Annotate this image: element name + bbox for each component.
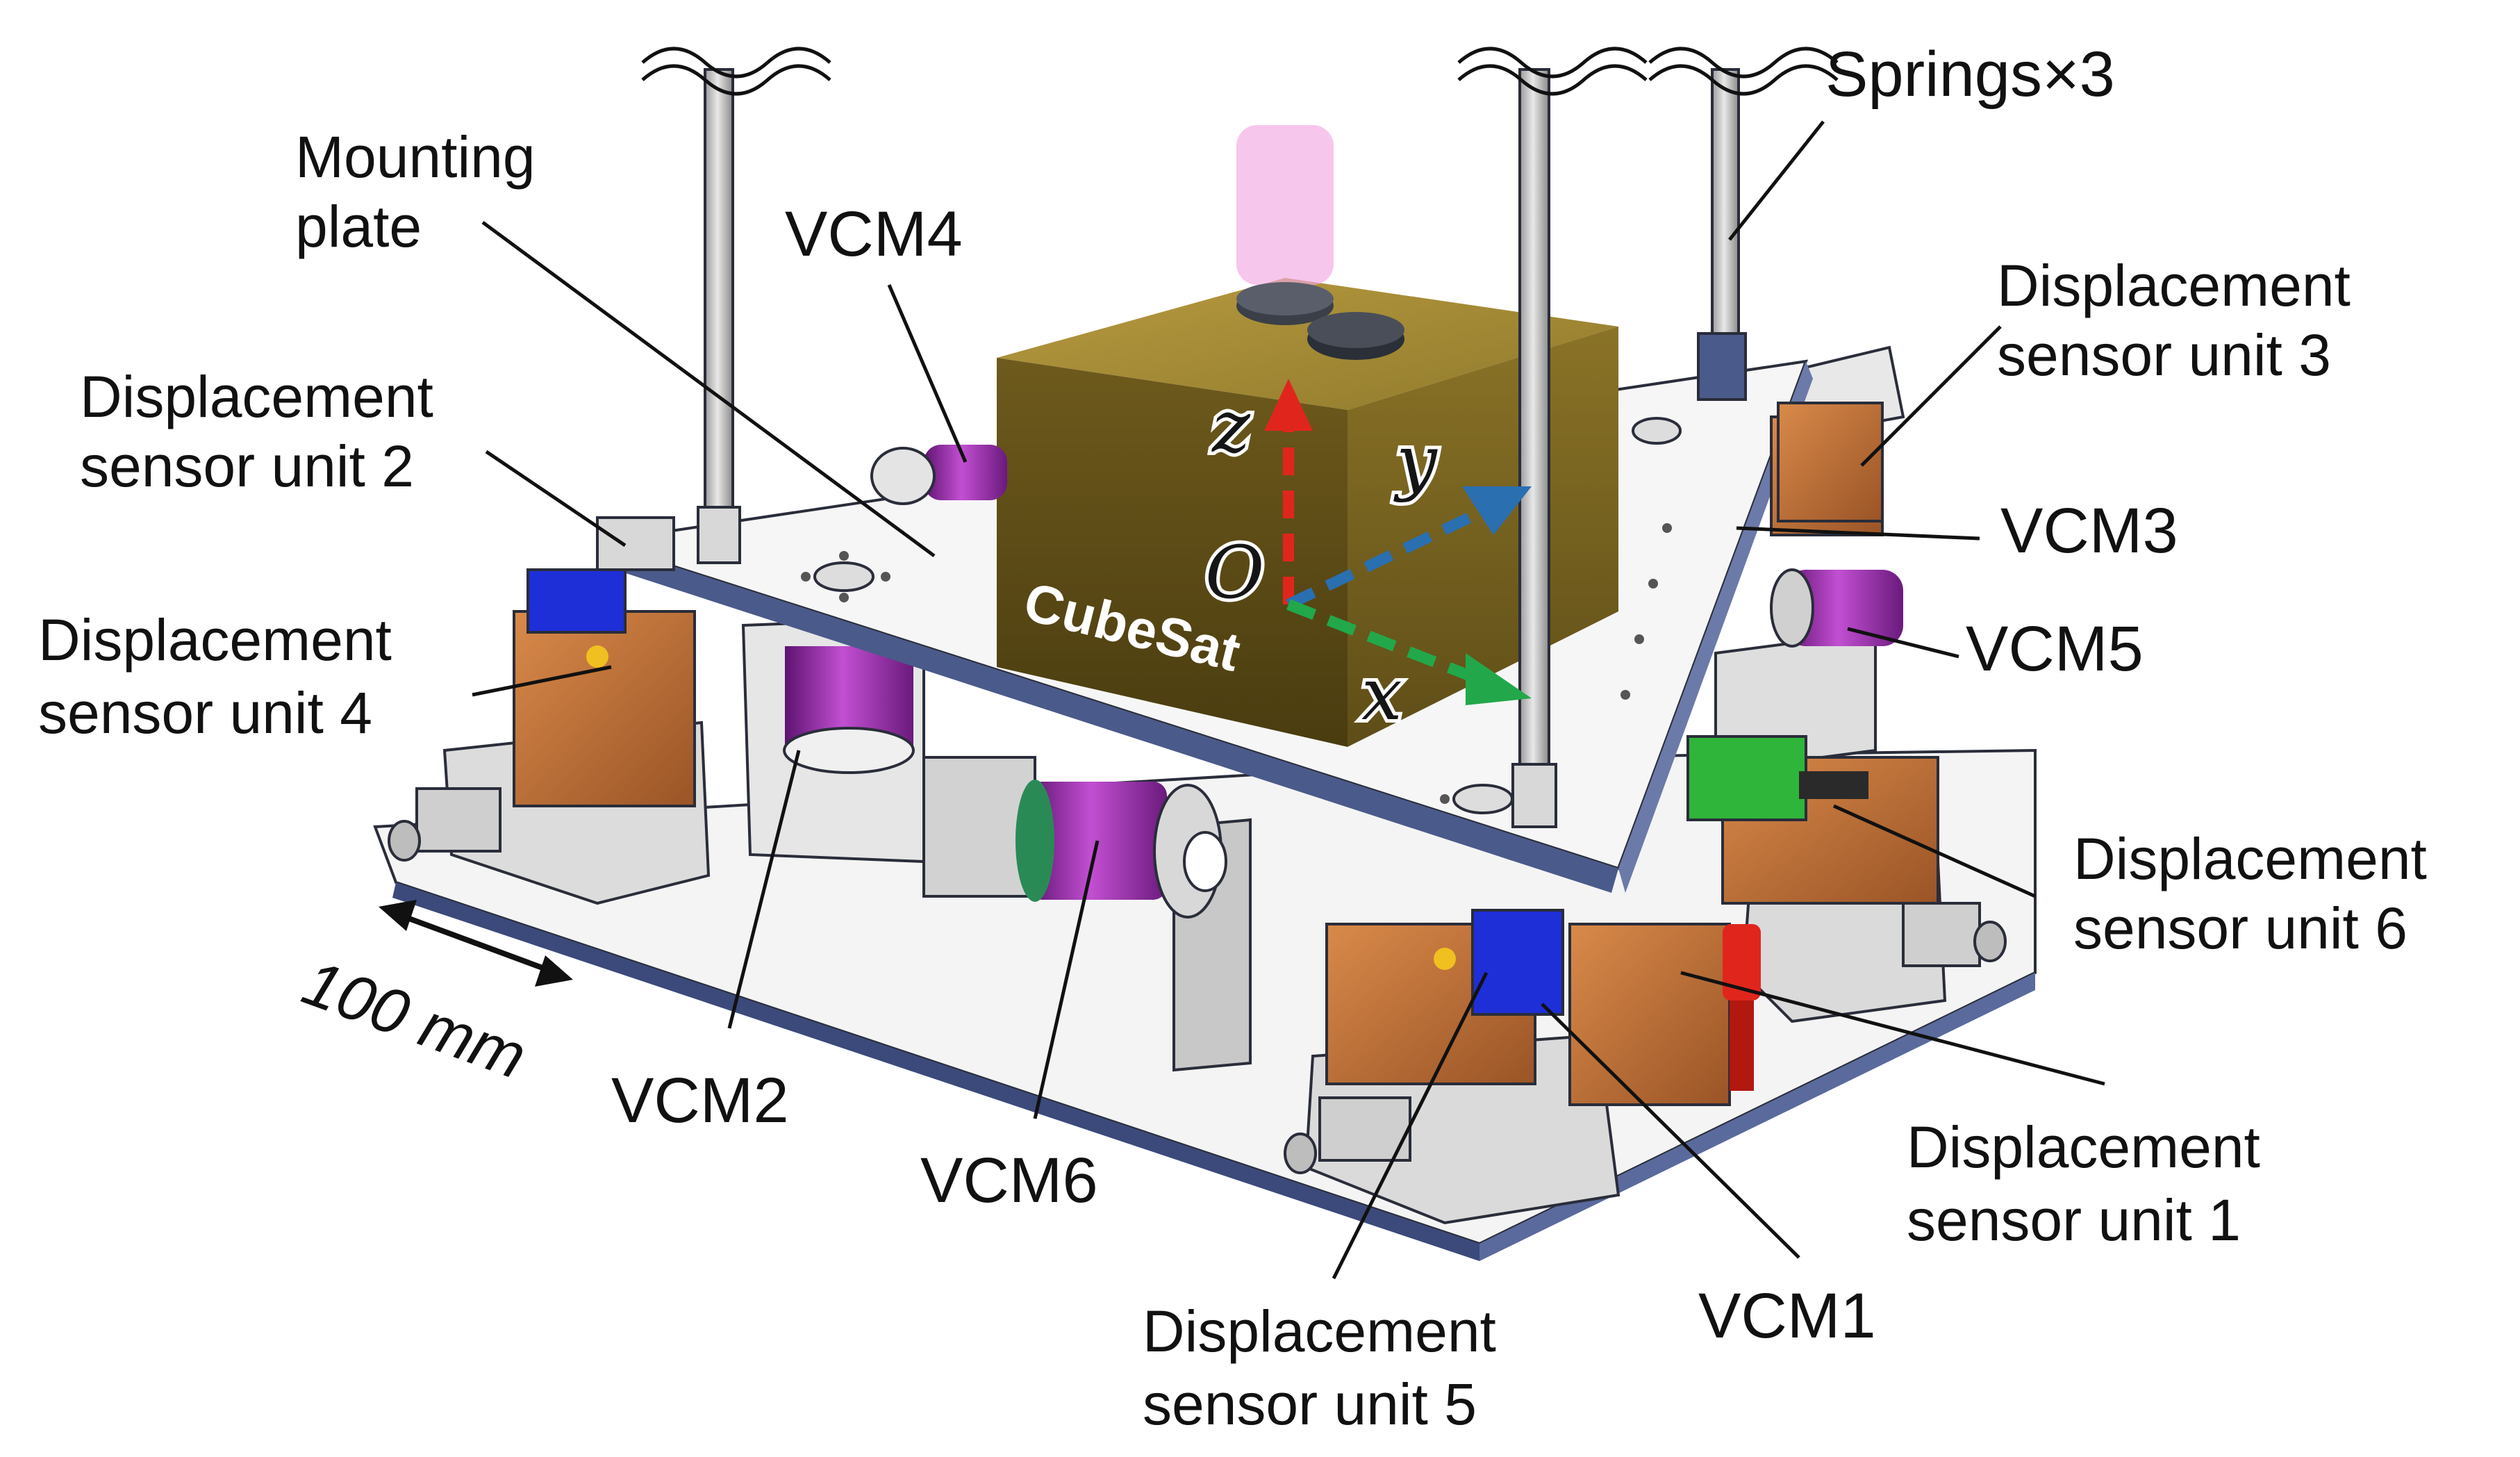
cubesat-body [997, 125, 1618, 747]
dsu6-label-line2: sensor unit 6 [2073, 896, 2407, 961]
z-axis-label: z [1211, 384, 1251, 469]
spring-rods [641, 47, 1839, 828]
z-axis-arrowhead [1264, 379, 1313, 431]
dsu6-label-line1: Displacement [2073, 826, 2427, 891]
dsu1-label-line1: Displacement [1907, 1114, 2260, 1180]
y-axis-arrowhead [1462, 486, 1532, 535]
dsu5-label-line1: Displacement [1143, 1299, 1496, 1364]
vcm2-coil [783, 646, 915, 774]
labels: Springs×3 Mounting plate VCM4 Displaceme… [38, 39, 2427, 1437]
x-axis-label: x [1361, 652, 1402, 736]
dsu5-label-line2: sensor unit 5 [1143, 1372, 1477, 1437]
sensor-unit-4 [513, 568, 696, 807]
origin-label: O [1205, 530, 1264, 615]
vcm4-coil [870, 445, 1007, 505]
vcm4-label: VCM4 [785, 199, 963, 270]
springs-label: Springs×3 [1825, 39, 2115, 110]
dsu4-label-line1: Displacement [38, 607, 392, 673]
scale-bar [379, 900, 573, 987]
mounting-plate-label-line1: Mounting [295, 124, 536, 190]
dsu3-label-line1: Displacement [1997, 253, 2351, 318]
sensor-unit-6 [1686, 735, 1939, 905]
mounting-plate-label-line2: plate [295, 194, 422, 259]
leader-lines [472, 120, 2105, 1280]
sensor-unit-5-and-1 [1325, 909, 1761, 1106]
coordinate-axes [1264, 379, 1532, 705]
dsu1-label-line2: sensor unit 1 [1907, 1187, 2241, 1253]
vcm1-label: VCM1 [1698, 1281, 1876, 1351]
dsu2-label-line2: sensor unit 2 [80, 434, 414, 499]
vcm3-label: VCM3 [2000, 495, 2178, 566]
x-axis-arrowhead [1466, 653, 1532, 705]
vcm5-label: VCM5 [1966, 614, 2144, 684]
y-axis-label: y [1393, 419, 1438, 504]
dsu4-label-line2: sensor unit 4 [38, 680, 372, 746]
vcm2-label: VCM2 [611, 1065, 789, 1136]
vcm6-coil [1016, 780, 1227, 919]
sensor-unit-2 [596, 516, 675, 571]
vcm6-label: VCM6 [920, 1145, 1098, 1216]
scale-bar-label: 100 mm [294, 947, 535, 1093]
dsu2-label-line1: Displacement [80, 364, 433, 429]
dsu3-label-line2: sensor unit 3 [1997, 322, 2331, 388]
